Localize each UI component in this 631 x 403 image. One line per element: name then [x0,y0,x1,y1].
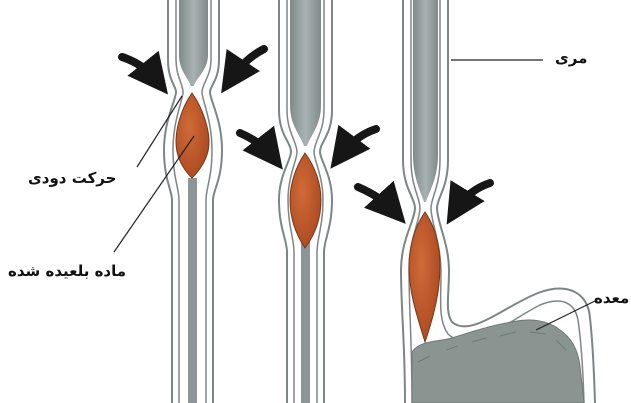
tube-1-lumen [179,0,208,86]
arrow-1-left-icon [122,57,158,82]
arrow-1-right-icon [230,49,264,80]
arrow-2-right-icon [340,129,376,156]
label-peristalsis: حرکت دودی [28,171,116,186]
esophagus-segment-2 [279,0,332,403]
leader-bolus [114,136,194,252]
label-stomach: معده [594,291,629,306]
leader-stomach [536,300,597,330]
tube-2-lumen [290,0,321,146]
esophagus-segment-1 [164,0,222,403]
arrow-3-left-icon [358,187,395,212]
stomach-contents [412,320,584,403]
label-esophagus: مری [555,51,587,66]
bolus-1 [176,93,209,178]
leader-lines [114,60,597,330]
tube-2-outer-right-wall [320,0,332,403]
arrow-2-left-icon [240,133,273,157]
tube-1-lower-lumen [188,178,197,403]
leader-peristalsis [137,96,182,167]
bolus-2 [290,153,321,248]
tube-1-outer-right-wall [210,0,222,403]
label-bolus: ماده بلعیده شده [8,264,126,279]
tube-2-outer-left-wall [279,0,291,403]
tube-1-outer-left-wall [164,0,176,403]
arrow-3-right-icon [455,183,490,211]
tube-3-outer-left-wall [401,0,415,403]
tube-3-lumen [413,0,438,202]
tube-2-lower-lumen [301,240,310,403]
